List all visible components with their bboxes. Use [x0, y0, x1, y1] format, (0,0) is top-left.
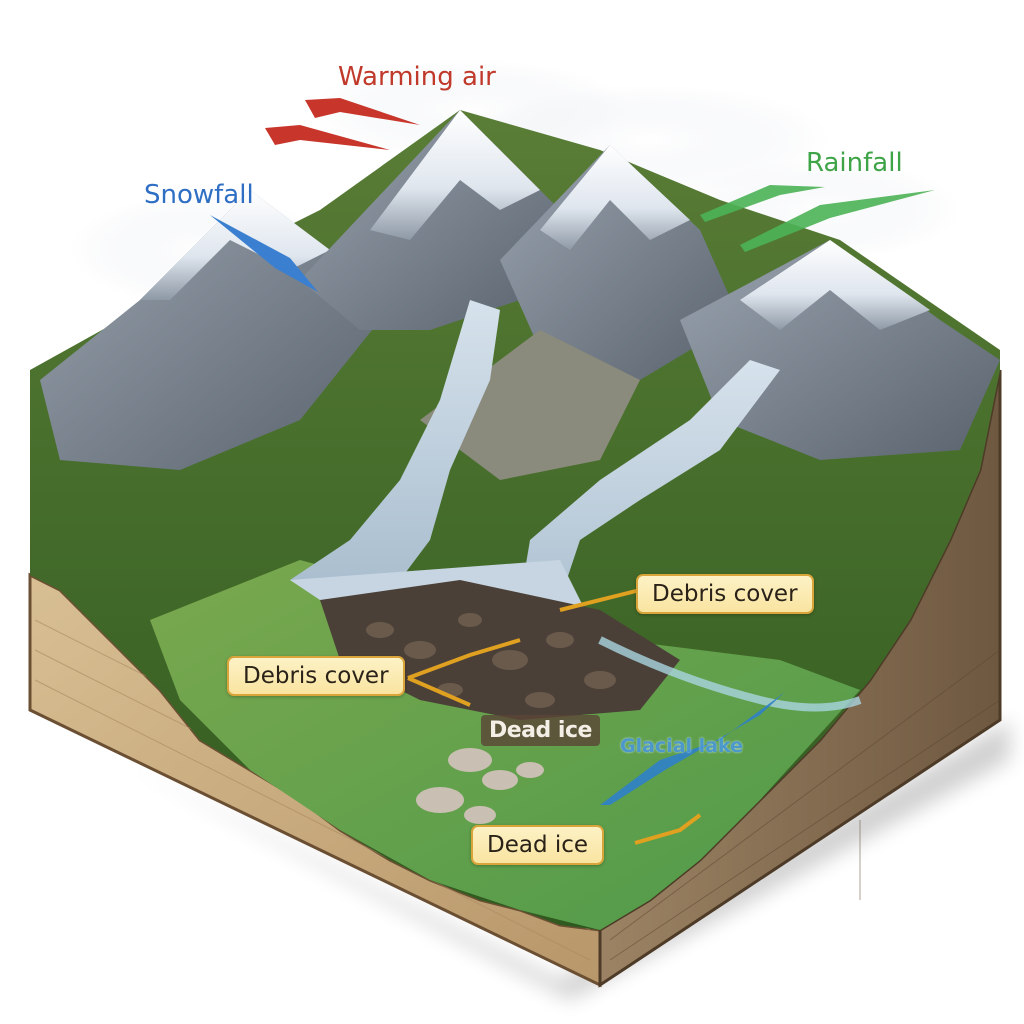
mountain-range: [40, 110, 1000, 480]
debris-cover-callout-left: Debris cover: [227, 656, 405, 696]
warming-air-label: Warming air: [338, 62, 496, 92]
meltwater-river: [598, 636, 862, 712]
leader-lines: [407, 588, 702, 845]
snowfall-arrow: [210, 215, 318, 292]
rainfall-arrows: [700, 185, 935, 252]
dead-ice-callout-bottom: Dead ice: [471, 825, 605, 865]
snowfall-label: Snowfall: [144, 180, 254, 210]
warming-air-arrows: [265, 98, 420, 150]
soil-strata-right: [609, 649, 1001, 961]
glacial-lake-label: Glacial lake: [620, 735, 743, 757]
glacial-lake-arrow: [600, 692, 785, 805]
debris-field: [320, 580, 680, 824]
rainfall-label: Rainfall: [806, 148, 903, 178]
dead-ice-inset-label: Dead ice: [481, 715, 600, 746]
debris-cover-callout-right: Debris cover: [636, 574, 814, 614]
